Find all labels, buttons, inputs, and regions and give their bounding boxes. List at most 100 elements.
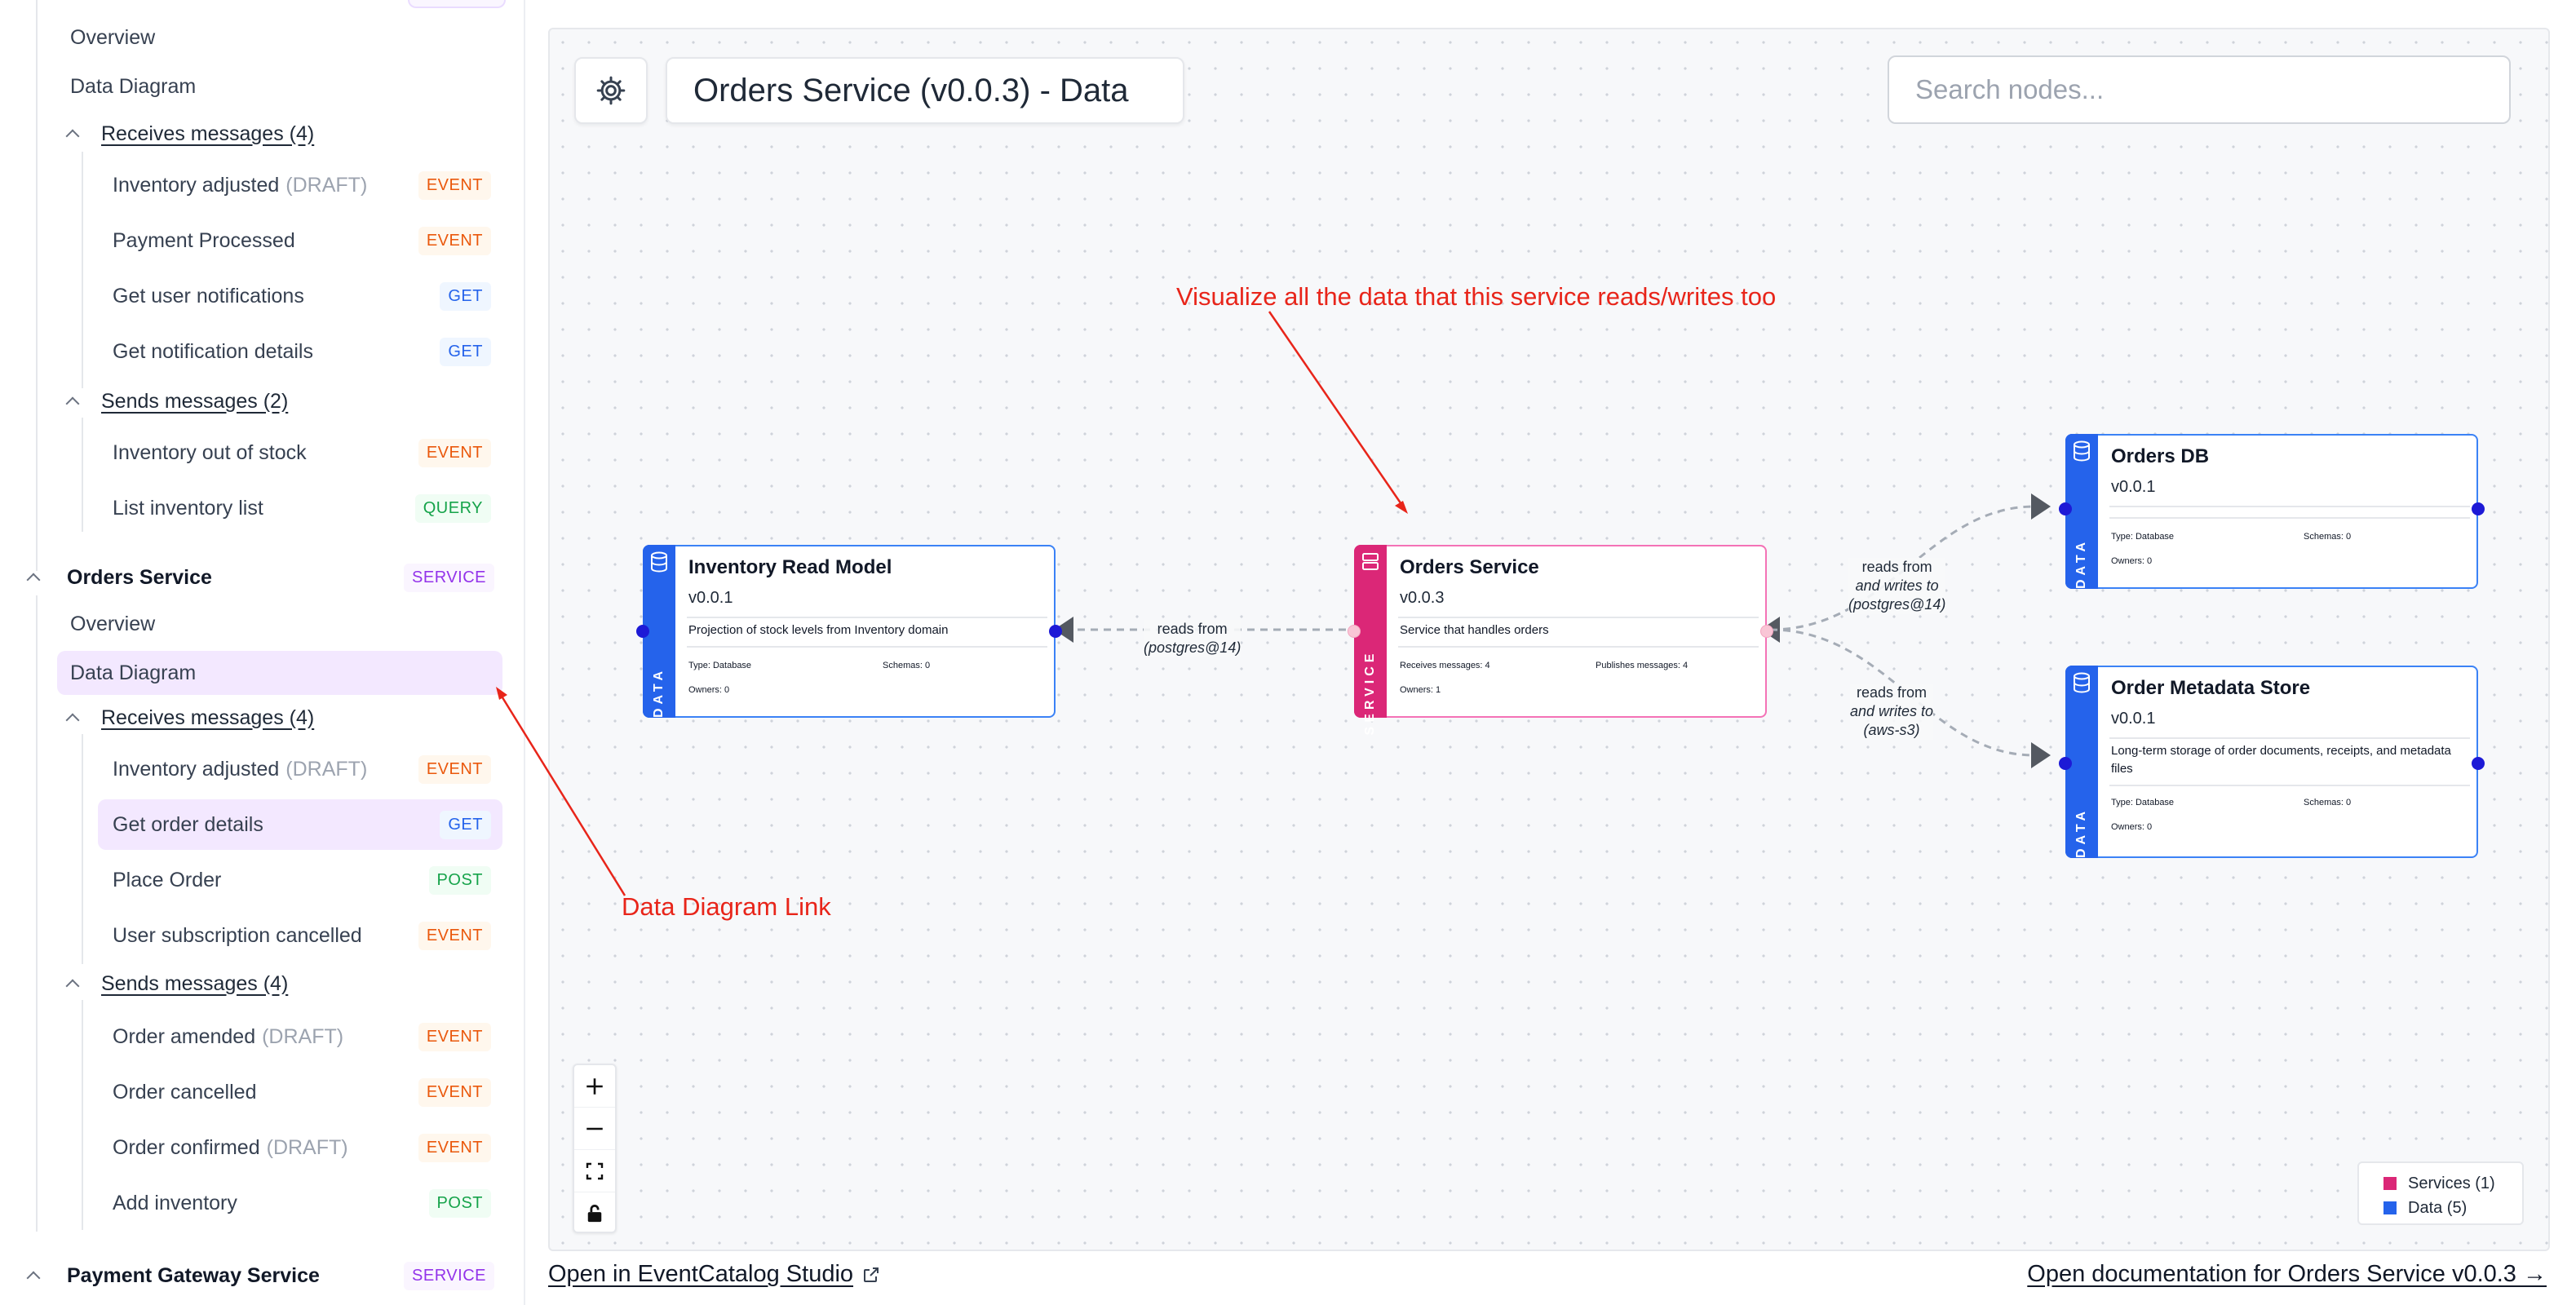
sidebar-link-data-diagram[interactable]: Data Diagram (70, 74, 197, 98)
event-badge: EVENT (418, 1077, 491, 1107)
tree-guide-line (82, 418, 83, 532)
sidebar-message-item[interactable]: Order cancelled EVENT (98, 1067, 502, 1117)
sidebar-receives-toggle[interactable]: Receives messages (4) (64, 116, 314, 152)
legend-swatch (2383, 1177, 2397, 1190)
chevron-up-icon (24, 568, 42, 586)
sidebar-message-item[interactable]: Get order details GET (98, 799, 502, 850)
post-badge: POST (428, 865, 491, 895)
event-badge: EVENT (418, 754, 491, 784)
event-badge: EVENT (418, 226, 491, 255)
legend-item-services[interactable]: Services (1) (2383, 1171, 2522, 1196)
zoom-out-button[interactable] (574, 1108, 615, 1150)
zoom-controls (573, 1064, 617, 1233)
annotation-arrow (1268, 311, 1406, 510)
node-handle[interactable] (1049, 625, 1062, 638)
node-inventory-read-model[interactable]: DATA Inventory Read Model v0.0.1 Project… (636, 545, 1062, 718)
arrowhead-icon (2031, 742, 2051, 768)
edge-label: reads from(postgres@14) (1144, 620, 1242, 657)
database-icon (2074, 672, 2090, 693)
tree-guide-line (82, 1000, 83, 1230)
get-badge: GET (440, 810, 491, 839)
sidebar-sends-toggle[interactable]: Sends messages (4) (64, 966, 288, 1002)
sidebar-message-item[interactable]: Get user notifications GET (98, 271, 502, 321)
legend: Services (1) Data (5) (2357, 1161, 2524, 1225)
sidebar-message-item[interactable]: Inventory adjusted(DRAFT) EVENT (98, 744, 502, 794)
chevron-up-icon (24, 1267, 42, 1285)
search-nodes-input[interactable] (1888, 55, 2511, 124)
gear-icon (596, 76, 626, 105)
open-in-studio-link[interactable]: Open in EventCatalog Studio (548, 1261, 881, 1288)
node-orders-db[interactable]: DATA Orders DB v0.0.1 Type: Database Sch… (2059, 434, 2485, 589)
sidebar-message-item[interactable]: Place Order POST (98, 855, 502, 905)
arrowhead-icon (2031, 493, 2051, 520)
database-icon (651, 551, 667, 573)
chevron-up-icon (64, 392, 82, 410)
event-badge: EVENT (418, 170, 491, 200)
tree-guide-line (82, 734, 83, 964)
service-badge: SERVICE (404, 563, 494, 592)
sidebar-link-overview[interactable]: Overview (70, 612, 156, 635)
legend-swatch (2383, 1201, 2397, 1214)
open-documentation-link[interactable]: Open documentation for Orders Service v0… (2027, 1261, 2547, 1287)
tree-guide-line (36, 0, 38, 571)
annotation-left: Data Diagram Link (622, 892, 831, 921)
sidebar-message-item[interactable]: Get notification details GET (98, 326, 502, 377)
annotation-arrowhead-icon (1395, 501, 1408, 514)
node-handle[interactable] (1348, 625, 1361, 638)
annotation-top: Visualize all the data that this service… (1176, 282, 1777, 311)
node-handle[interactable] (2472, 757, 2485, 770)
node-handle[interactable] (2059, 757, 2072, 770)
event-badge: EVENT (418, 921, 491, 950)
node-order-metadata-store[interactable]: DATA Order Metadata Store v0.0.1 Long-te… (2059, 666, 2485, 858)
sidebar-link-overview[interactable]: Overview (70, 25, 156, 49)
chevron-up-icon (64, 975, 82, 993)
sidebar-link-data-diagram[interactable]: Data Diagram (57, 651, 502, 695)
diagram-title: Orders Service (v0.0.3) - Data (666, 57, 1184, 124)
minus-icon (586, 1127, 603, 1130)
lock-icon (587, 1205, 602, 1223)
sidebar-message-item[interactable]: User subscription cancelled EVENT (98, 910, 502, 961)
diagram-canvas[interactable]: Orders Service (v0.0.3) - Data reads fro… (548, 28, 2550, 1251)
sidebar-sends-toggle[interactable]: Sends messages (2) (64, 383, 288, 419)
database-icon (2074, 440, 2090, 462)
sidebar-message-item[interactable]: Inventory adjusted(DRAFT) EVENT (98, 160, 502, 210)
tree-guide-line (36, 595, 38, 1232)
post-badge: POST (428, 1188, 491, 1218)
legend-item-data[interactable]: Data (5) (2383, 1196, 2522, 1220)
node-handle[interactable] (636, 625, 649, 638)
node-handle[interactable] (2059, 502, 2072, 515)
get-badge: GET (440, 281, 491, 311)
fit-view-button[interactable] (574, 1150, 615, 1192)
sidebar-message-item[interactable]: List inventory list QUERY (98, 483, 502, 533)
sidebar-message-item[interactable]: Order amended(DRAFT) EVENT (98, 1011, 502, 1062)
zoom-in-button[interactable] (574, 1065, 615, 1108)
sidebar-message-item[interactable]: Payment Processed EVENT (98, 215, 502, 266)
service-badge-partial (408, 0, 506, 8)
external-link-icon (864, 1267, 879, 1282)
service-badge: SERVICE (404, 1261, 494, 1290)
chevron-up-icon (64, 125, 82, 143)
plus-icon (586, 1077, 603, 1095)
server-icon (1362, 553, 1379, 570)
event-badge: EVENT (418, 438, 491, 467)
tree-guide-line (82, 152, 83, 388)
node-handle[interactable] (2472, 502, 2485, 515)
event-badge: EVENT (418, 1133, 491, 1162)
node-orders-service[interactable]: SERVICE Orders Service v0.0.3 Service th… (1348, 545, 1773, 735)
query-badge: QUERY (414, 493, 491, 523)
get-badge: GET (440, 337, 491, 366)
sidebar-receives-toggle[interactable]: Receives messages (4) (64, 700, 314, 736)
lock-button[interactable] (574, 1192, 615, 1235)
sidebar-message-item[interactable]: Order confirmed(DRAFT) EVENT (98, 1122, 502, 1173)
sidebar-service-payment-gateway[interactable]: Payment Gateway Service SERVICE (24, 1258, 506, 1294)
sidebar-message-item[interactable]: Add inventory POST (98, 1178, 502, 1228)
node-handle[interactable] (1760, 625, 1773, 638)
sidebar-service-orders[interactable]: Orders Service SERVICE (24, 560, 506, 595)
fit-view-icon (586, 1162, 604, 1179)
node-type-strip: DATA (643, 545, 675, 718)
settings-button[interactable] (574, 57, 648, 124)
chevron-up-icon (64, 709, 82, 727)
sidebar-message-item[interactable]: Inventory out of stock EVENT (98, 427, 502, 478)
